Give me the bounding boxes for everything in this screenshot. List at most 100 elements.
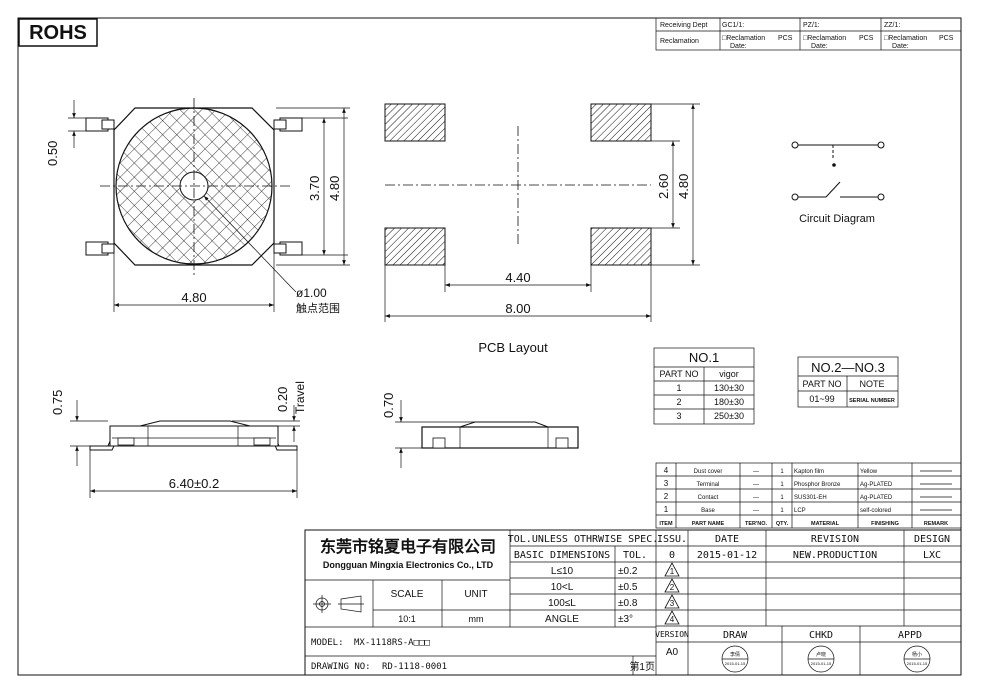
model-value: MX-1118RS-A□□□ (354, 638, 430, 648)
date-header: DATE (715, 534, 739, 545)
company-name-zh: 东莞市铭夏电子有限公司 (320, 537, 496, 556)
circuit-caption: Circuit Diagram (799, 213, 875, 225)
basic-dims-label: BASIC DIMENSIONS (514, 550, 610, 561)
dim-0-50: 0.50 (45, 141, 60, 166)
recl-item-2: □Reclamation (803, 35, 846, 42)
rohs-box (18, 18, 98, 47)
bom-row2-ter-no: — (753, 482, 759, 488)
side-dim-6-40: 6.40±0.2 (169, 476, 220, 491)
design-value: LXC (923, 550, 941, 561)
contact-diameter: ø1.00 (296, 286, 327, 300)
recl-date-3: Date: (892, 43, 909, 50)
recl-date-2: Date: (811, 43, 828, 50)
revision-triangle-icon (664, 594, 680, 609)
receiving-table: Receiving Dept GC1/1: PZ/1: ZZ/1: Reclam… (655, 17, 962, 51)
bom-row1-item: 4 (664, 466, 669, 475)
pcb-dim-4-80: 4.80 (676, 174, 691, 199)
revision-triangle-icon (664, 562, 680, 577)
side-dim-0-70: 0.70 (381, 393, 396, 418)
bom-row2-material: Phosphor Bronze (794, 482, 841, 488)
recl-pcs-2: PCS (859, 35, 874, 42)
revision-triangle-icon (664, 610, 680, 625)
dim-3-70: 3.70 (307, 176, 322, 201)
no23-table: NO.2—NO.3 PART NO NOTE 01~99 SERIAL NUMB… (797, 356, 899, 408)
design-header: DESIGN (914, 534, 950, 545)
bom-row3-material: SUS301-EH (794, 495, 827, 501)
contact-range-label: 触点范围 (296, 301, 340, 315)
recl-pcs-3: PCS (939, 35, 954, 42)
revision-triangle-number: 4 (670, 615, 675, 624)
bom-row1-material: Kapton film (794, 469, 824, 475)
recl-item-1: □Reclamation (722, 35, 765, 42)
revision-triangle-number: 3 (670, 599, 675, 608)
dim-4-80-h: 4.80 (181, 290, 206, 305)
stamp-chkd: 卢晓 2015-01-15 (807, 645, 835, 673)
tol-row3-value: ±0.8 (618, 598, 638, 609)
recl-item-3: □Reclamation (884, 35, 927, 42)
top-view: 0.50 3.70 4.80 4.80 ø1.00 触点范围 (45, 98, 350, 315)
unit-label: UNIT (464, 589, 487, 600)
no1-table: NO.1 PART NO vigor 1 130±30 2 180±30 3 2… (653, 347, 755, 425)
no1-header-part: PART NO (659, 369, 698, 379)
bom-header-part-name: PART NAME (692, 521, 725, 527)
no1-row3-vigor: 250±30 (714, 411, 744, 421)
issu-value: 0 (669, 550, 675, 561)
no1-title: NO.1 (689, 350, 719, 365)
recl-date-1: Date: (730, 43, 747, 50)
scale-label: SCALE (391, 589, 424, 600)
unit-value: mm (469, 614, 484, 624)
bom-row4-qty: 1 (780, 508, 784, 514)
page-number: 第1页 (629, 660, 655, 673)
bom-row2-item: 3 (664, 479, 669, 488)
bom-row4-part-name: Base (701, 508, 715, 514)
revision-header: REVISION (811, 534, 859, 545)
pcb-dim-2-60: 2.60 (656, 174, 671, 199)
bom-row3-finishing: Ag-PLATED (860, 495, 893, 501)
bom-row3-item: 2 (664, 492, 669, 501)
tol-row1-range: L≤10 (551, 566, 574, 577)
rohs-label: ROHS (29, 22, 87, 44)
tol-row3-range: 100≤L (548, 598, 576, 609)
tol-header: TOL.UNLESS OTHRWISE SPEC. (508, 534, 659, 545)
bom-header-item: ITEM (659, 521, 673, 527)
version-label: VERSION (655, 630, 689, 639)
side-view-side: 0.70 (381, 393, 579, 468)
model-label: MODEL: (311, 638, 344, 648)
no1-header-vigor: vigor (719, 369, 739, 379)
side-view-front: 0.75 0.20 Travel 6.40±0.2 (50, 381, 307, 498)
no1-row1-part: 1 (676, 383, 681, 393)
tol-row1-value: ±0.2 (618, 566, 638, 577)
tol-row4-value: ±3° (618, 614, 633, 625)
bom-row3-qty: 1 (780, 495, 784, 501)
tol-row2-range: 10<L (551, 582, 574, 593)
bom-row1-ter-no: — (753, 469, 759, 475)
bom-row3-ter-no: — (753, 495, 759, 501)
appd-label: APPD (898, 630, 922, 641)
pcb-layout-caption: PCB Layout (478, 340, 548, 355)
no1-row2-vigor: 180±30 (714, 397, 744, 407)
revision-triangle-number: 2 (670, 583, 675, 592)
stamp-draw-date: 2015-01-15 (725, 661, 746, 666)
gc-label: GC1/1: (722, 22, 744, 29)
pz-label: PZ/1: (803, 22, 820, 29)
circuit-diagram: Circuit Diagram (791, 141, 885, 225)
pcb-dim-4-40: 4.40 (505, 270, 530, 285)
date-value: 2015-01-12 (697, 550, 757, 561)
zz-label: ZZ/1: (884, 22, 900, 29)
chkd-label: CHKD (809, 630, 833, 641)
version-value: A0 (666, 647, 679, 658)
bom-header-finishing: FINISHING (871, 521, 899, 527)
drawing-no-label: DRAWING NO: (311, 662, 371, 672)
stamp-chkd-date: 2015-01-15 (811, 661, 832, 666)
bom-header-material: MATERIAL (811, 521, 840, 527)
tol-row4-range: ANGLE (545, 614, 579, 625)
reclamation-label: Reclamation (660, 38, 699, 45)
bom-row2-qty: 1 (780, 482, 784, 488)
projection-symbol-icon (313, 595, 364, 613)
bom-row2-part-name: Terminal (697, 482, 720, 488)
no23-note-serial: SERIAL NUMBER (849, 398, 895, 404)
tol-label: TOL. (623, 550, 647, 561)
stamp-appd-name: 杨小 (912, 651, 922, 658)
travel-label: Travel (293, 381, 307, 414)
